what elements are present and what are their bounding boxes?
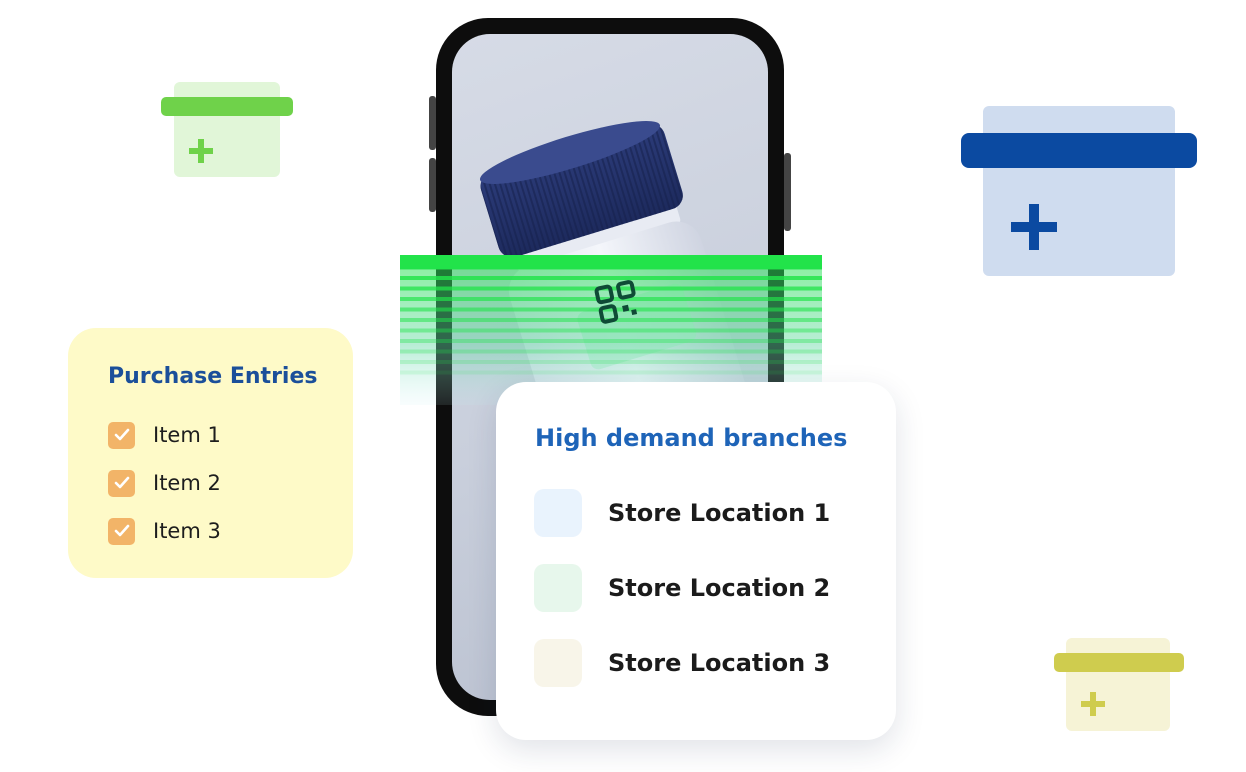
scan-stripe: [400, 370, 822, 375]
branch-label: Store Location 2: [608, 574, 831, 602]
medicine-box-icon: [1054, 638, 1184, 731]
phone-volume-button: [429, 158, 436, 212]
phone-volume-button: [429, 96, 436, 150]
phone-power-button: [784, 153, 791, 231]
purchase-item[interactable]: Item 1: [108, 420, 221, 450]
qr-code-icon: [594, 280, 638, 324]
scan-stripe: [400, 307, 822, 312]
checkbox[interactable]: [108, 469, 135, 497]
plus-icon: [1011, 204, 1057, 250]
medicine-box-icon: [161, 82, 293, 177]
purchase-item[interactable]: Item 3: [108, 516, 221, 546]
branch-swatch: [534, 639, 582, 687]
branch-label: Store Location 3: [608, 649, 831, 677]
barcode-scan-overlay: [400, 255, 822, 405]
scan-stripe: [400, 276, 822, 280]
plus-icon: [1081, 692, 1105, 716]
purchase-entries-title: Purchase Entries: [108, 364, 318, 389]
checkbox[interactable]: [108, 517, 135, 545]
high-demand-branches-card: High demand branches Store Location 1 St…: [496, 382, 896, 740]
scan-stripe: [400, 349, 822, 354]
purchase-item-label: Item 1: [153, 423, 221, 447]
branch-item[interactable]: Store Location 2: [534, 564, 830, 612]
scan-stripe: [400, 328, 822, 333]
branch-swatch: [534, 564, 582, 612]
checkmark-icon: [114, 428, 129, 441]
checkbox[interactable]: [108, 421, 135, 449]
branch-item[interactable]: Store Location 1: [534, 489, 830, 537]
branches-title: High demand branches: [535, 424, 848, 452]
scan-stripe: [400, 360, 822, 364]
purchase-item[interactable]: Item 2: [108, 468, 221, 498]
purchase-entries-card: Purchase Entries Item 1 Item 2 Item 3: [68, 328, 353, 578]
checkmark-icon: [114, 476, 129, 489]
branch-item[interactable]: Store Location 3: [534, 639, 830, 687]
branch-swatch: [534, 489, 582, 537]
purchase-item-label: Item 3: [153, 519, 221, 543]
medicine-box-icon: [961, 106, 1197, 276]
purchase-item-label: Item 2: [153, 471, 221, 495]
checkmark-icon: [114, 524, 129, 537]
branch-label: Store Location 1: [608, 499, 831, 527]
scan-stripe: [400, 339, 822, 343]
scan-stripe: [400, 265, 822, 270]
plus-icon: [189, 139, 213, 163]
